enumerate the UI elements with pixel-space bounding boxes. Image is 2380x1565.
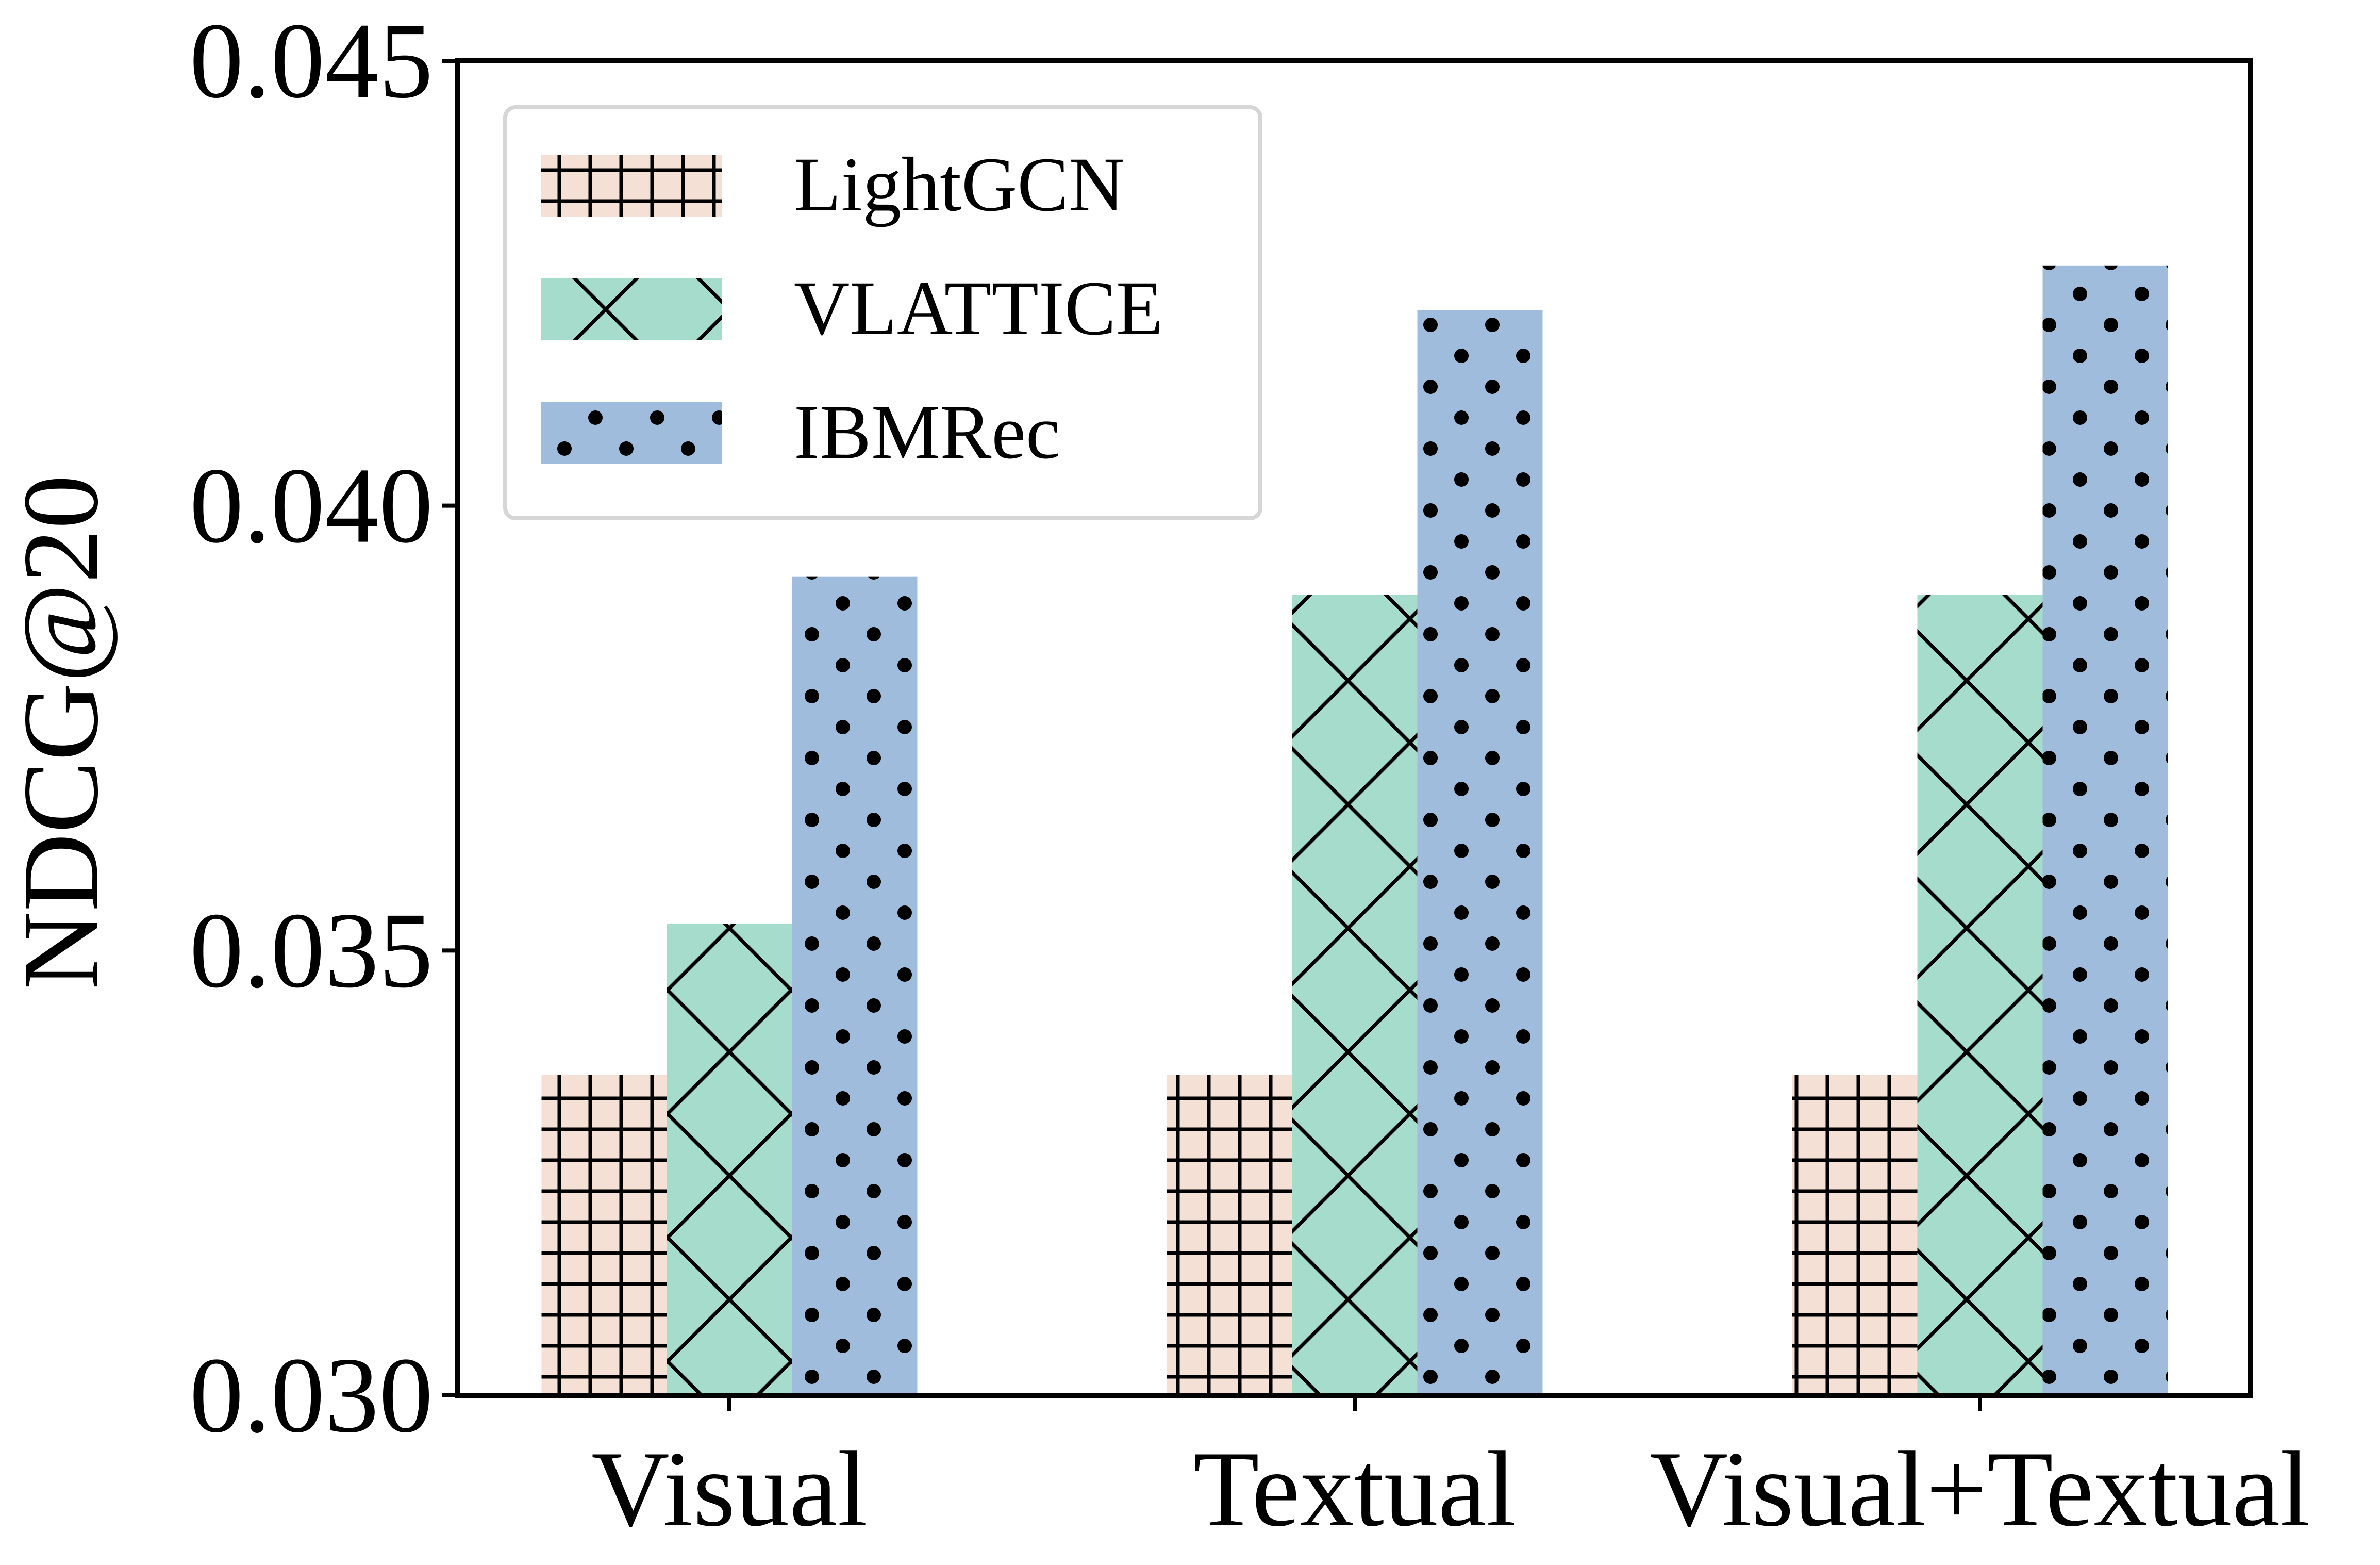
bar-hatch-lightgcn-1 — [1167, 1075, 1292, 1395]
legend-label: VLATTICE — [794, 266, 1163, 351]
x-tick-label: Textual — [1193, 1429, 1517, 1549]
bar-hatch-vlattice-1 — [1292, 595, 1418, 1395]
series-vlattice — [667, 595, 2043, 1395]
bar-hatch-lightgcn-0 — [541, 1075, 667, 1395]
bar-hatch-lightgcn-2 — [1792, 1075, 1918, 1395]
legend-swatch-hatch — [541, 155, 722, 217]
bar-hatch-ibmrec-0 — [792, 576, 918, 1395]
series-ibmrec — [792, 265, 2168, 1396]
y-tick-label: 0.040 — [190, 446, 434, 566]
bar-hatch-ibmrec-1 — [1417, 310, 1543, 1396]
y-tick-label: 0.045 — [190, 1, 434, 121]
legend-item-ibmrec: IBMRec — [541, 389, 1060, 475]
legend: LightGCN VLATTICE IBMRec — [503, 105, 1262, 520]
y-tick-label: 0.030 — [190, 1336, 434, 1455]
legend-swatch-hatch — [541, 278, 722, 340]
bar-hatch-vlattice-0 — [667, 924, 792, 1395]
legend-item-lightgcn: LightGCN — [541, 142, 1125, 227]
y-axis-label: NDCG@20 — [1, 475, 121, 990]
y-tick-label: 0.035 — [190, 891, 434, 1010]
legend-label: LightGCN — [794, 142, 1125, 227]
series-lightgcn — [541, 1075, 1918, 1395]
x-tick-label: Visual — [591, 1429, 868, 1549]
legend-label: IBMRec — [794, 389, 1060, 475]
bar-hatch-vlattice-2 — [1917, 595, 2043, 1395]
bars-layer — [541, 265, 2168, 1396]
bar-hatch-ibmrec-2 — [2042, 265, 2168, 1395]
legend-swatch-hatch — [541, 402, 722, 464]
x-tick-label: Visual+Textual — [1650, 1429, 2310, 1549]
legend-item-vlattice: VLATTICE — [541, 266, 1163, 351]
